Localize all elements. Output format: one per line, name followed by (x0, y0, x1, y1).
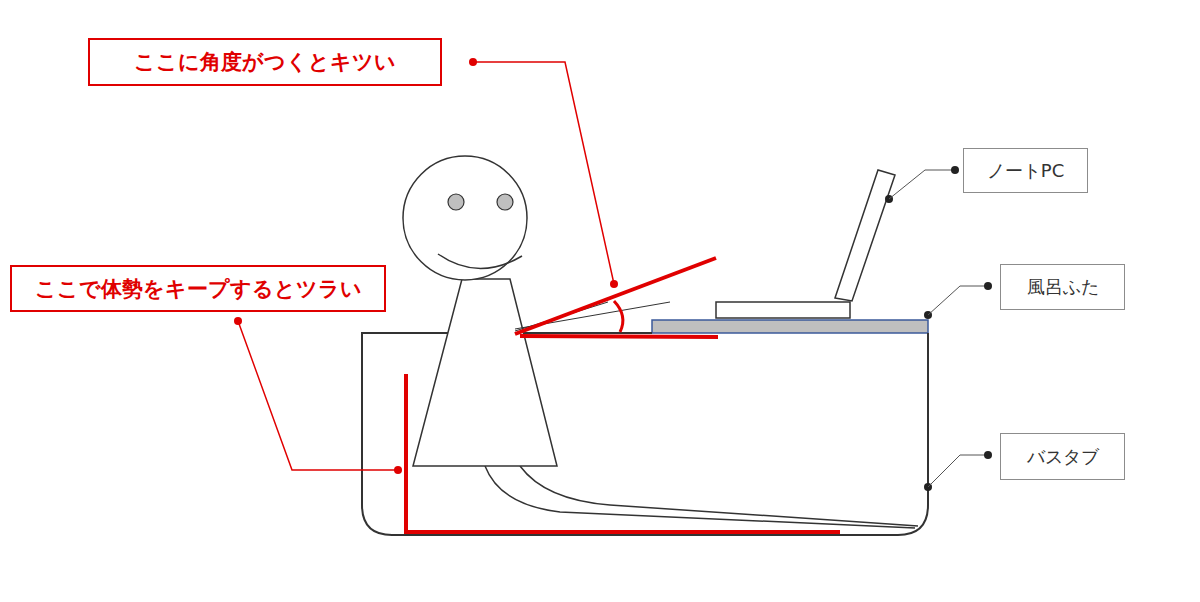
eye (448, 194, 464, 210)
upper-arm-line (515, 258, 716, 334)
callout-box: ここで体勢をキープするとツラい (10, 265, 386, 312)
leader-dot (394, 466, 402, 474)
label-text: バスタブ (1027, 445, 1099, 469)
lower-arm-line (520, 336, 718, 337)
leader-line (473, 62, 614, 284)
leader-dot (951, 166, 959, 174)
laptop-base (716, 302, 850, 318)
leader-line (238, 321, 398, 470)
eye (497, 194, 513, 210)
leader-line (889, 170, 955, 199)
callout-box: ここに角度がつくとキツい (88, 38, 442, 86)
part-label-box: ノートPC (963, 148, 1088, 193)
part-label-box: バスタブ (1000, 433, 1125, 480)
part-label-box: 風呂ふた (1000, 264, 1125, 310)
laptop-screen (835, 170, 895, 301)
label-text: ここで体勢をキープするとツラい (35, 275, 362, 303)
label-text: ここに角度がつくとキツい (134, 48, 396, 76)
leg (485, 466, 915, 528)
leader-dot (984, 282, 992, 290)
bath-lid (652, 320, 928, 333)
leader-line (928, 286, 988, 315)
smile (438, 254, 522, 269)
body (413, 279, 557, 466)
leader-dot (984, 451, 992, 459)
leader-dot (610, 280, 618, 288)
seat-line (404, 530, 840, 534)
leader-line (928, 455, 988, 487)
head (403, 156, 527, 280)
label-text: ノートPC (987, 159, 1064, 183)
leg (520, 466, 918, 526)
angle-arc (614, 301, 623, 332)
label-text: 風呂ふた (1027, 275, 1099, 299)
back-line (404, 374, 408, 533)
